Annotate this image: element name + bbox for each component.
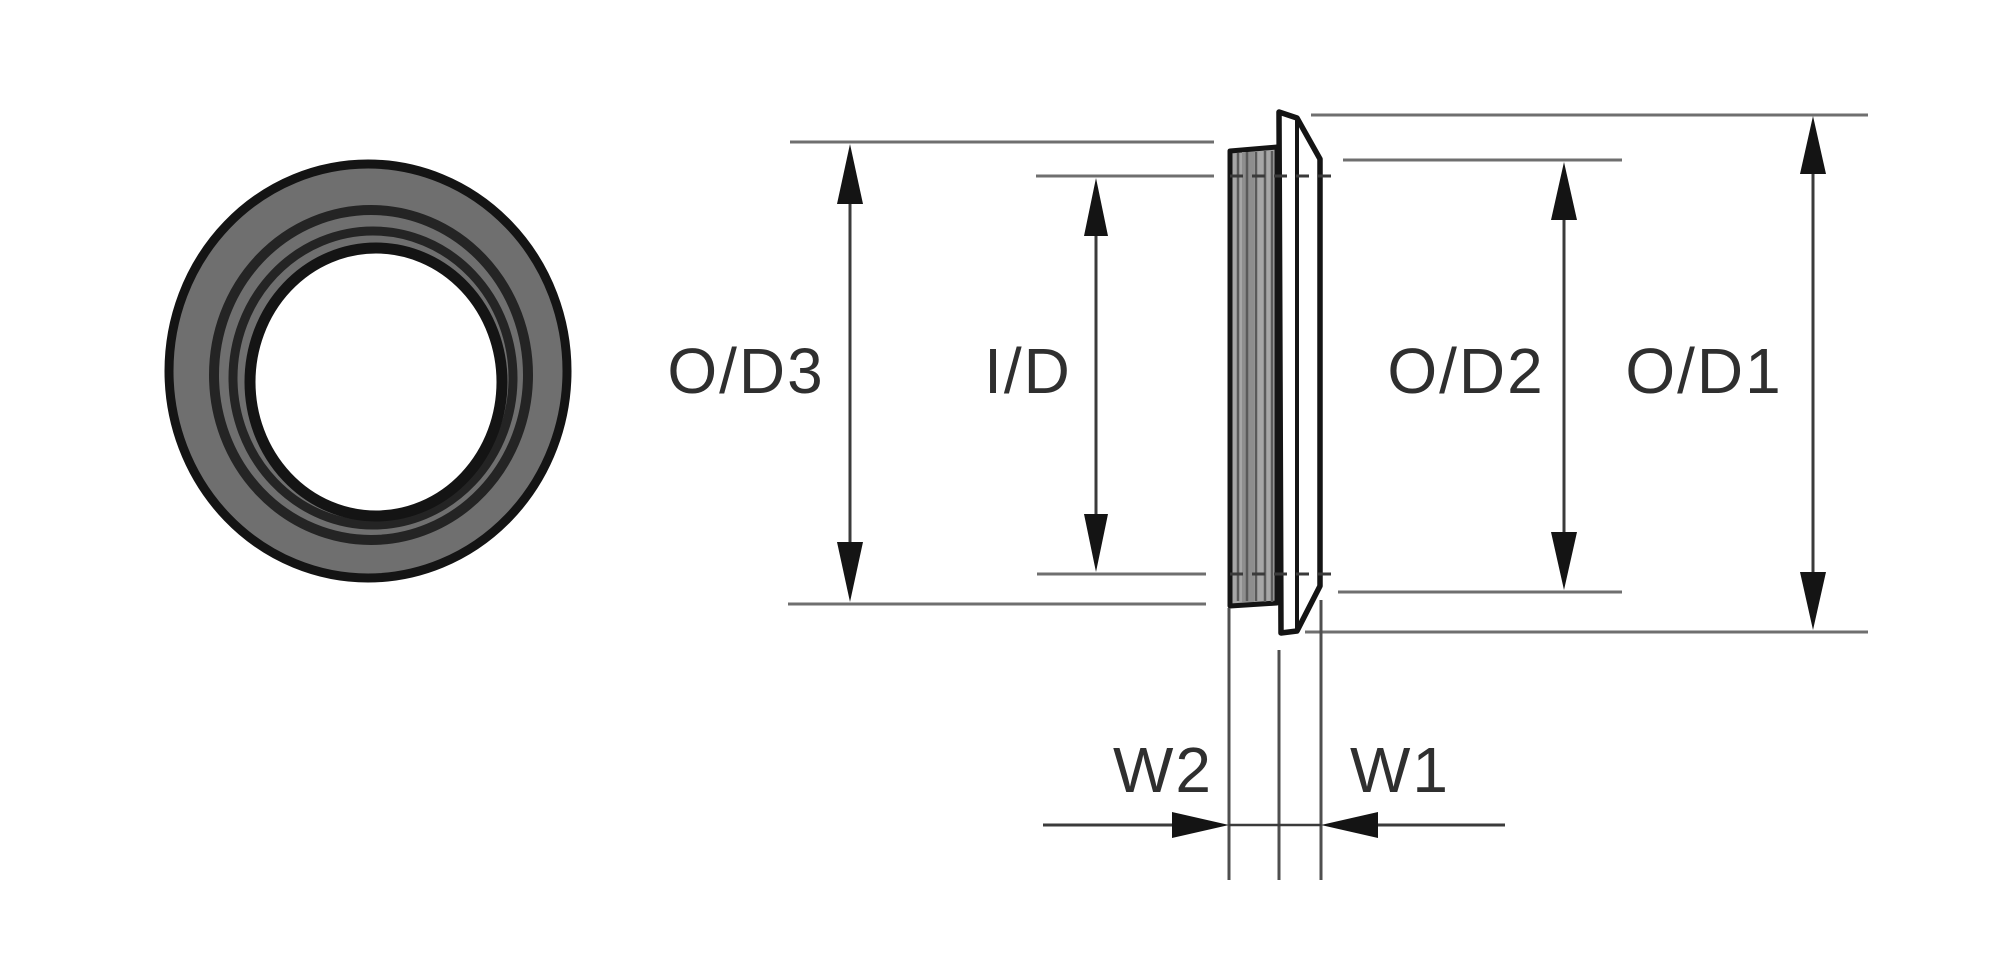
dimension-id: I/D — [984, 178, 1108, 572]
od1-arrow-down — [1800, 572, 1826, 630]
id-arrow-up — [1084, 178, 1108, 236]
dimension-widths: W2 W1 — [1043, 600, 1505, 880]
ring-groove-outer — [209, 205, 533, 545]
dimension-od1: O/D1 — [1625, 116, 1826, 630]
w2-arrowhead — [1172, 812, 1229, 838]
od2-arrow-down — [1551, 532, 1577, 590]
od1-arrow-up — [1800, 116, 1826, 174]
label-w1: W1 — [1350, 734, 1450, 806]
label-od1: O/D1 — [1625, 335, 1782, 407]
dimension-od3: O/D3 — [667, 144, 863, 602]
extension-lines — [788, 113, 1868, 634]
label-od2: O/D2 — [1387, 335, 1544, 407]
dimension-od2: O/D2 — [1387, 162, 1577, 590]
id-arrow-down — [1084, 514, 1108, 572]
side-view-cross-section — [1227, 109, 1336, 636]
od3-arrow-up — [837, 144, 863, 204]
front-view-ring — [164, 159, 572, 583]
flange-profile — [1276, 109, 1323, 636]
od2-arrow-up — [1551, 162, 1577, 220]
label-id: I/D — [984, 335, 1072, 407]
label-w2: W2 — [1113, 734, 1213, 806]
ring-bore-hole — [244, 242, 508, 522]
ring-groove-inner — [228, 226, 518, 530]
rubber-hatching — [1236, 151, 1274, 602]
label-od3: O/D3 — [667, 335, 824, 407]
od3-arrow-down — [837, 542, 863, 602]
w1-arrowhead — [1321, 812, 1378, 838]
